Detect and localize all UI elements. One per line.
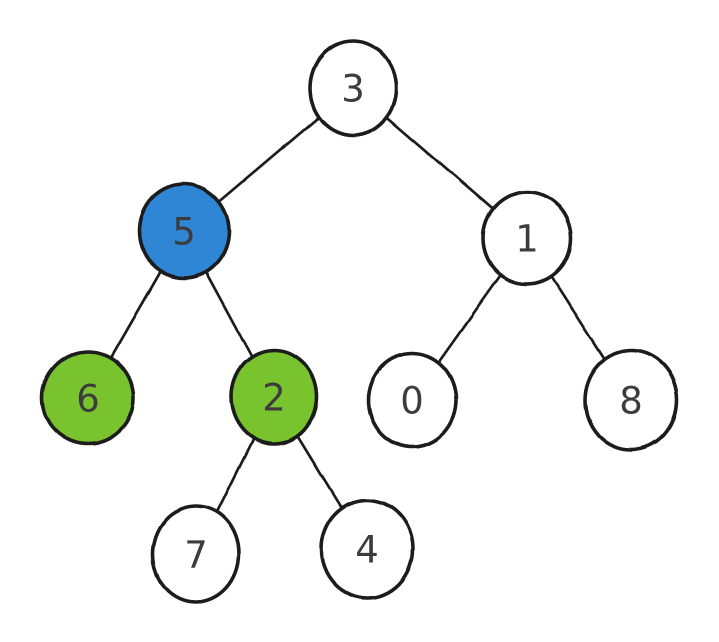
tree-edge-1-8 <box>550 274 607 361</box>
edges-layer <box>109 115 607 514</box>
tree-node-label-3: 3 <box>341 68 365 111</box>
tree-edge-2-7 <box>215 436 255 514</box>
tree-node-3 <box>308 39 398 137</box>
tree-node-8 <box>583 348 679 452</box>
tree-edge-3-1 <box>385 115 495 211</box>
nodes-layer <box>40 39 679 604</box>
tree-node-label-5: 5 <box>172 211 196 254</box>
labels-layer: 3 5 1 6 2 0 8 7 4 <box>76 68 643 577</box>
tree-node-label-8: 8 <box>619 380 643 423</box>
tree-node-7 <box>151 504 241 604</box>
tree-node-label-4: 4 <box>355 529 379 572</box>
tree-edge-5-6 <box>109 269 163 360</box>
tree-node-label-6: 6 <box>76 378 100 421</box>
tree-edge-5-2 <box>204 270 254 358</box>
tree-node-6 <box>40 350 136 446</box>
tree-node-label-2: 2 <box>262 377 286 420</box>
tree-node-label-0: 0 <box>400 380 424 423</box>
tree-node-2 <box>229 348 319 446</box>
tree-node-0 <box>366 351 458 449</box>
tree-node-1 <box>481 190 573 286</box>
tree-node-4 <box>319 498 415 600</box>
tree-node-5 <box>137 182 231 280</box>
tree-edge-1-0 <box>437 273 503 364</box>
tree-node-label-7: 7 <box>184 534 208 577</box>
tree-node-label-1: 1 <box>515 218 539 261</box>
tree-edge-3-5 <box>217 115 321 203</box>
tree-edge-2-4 <box>296 434 344 510</box>
